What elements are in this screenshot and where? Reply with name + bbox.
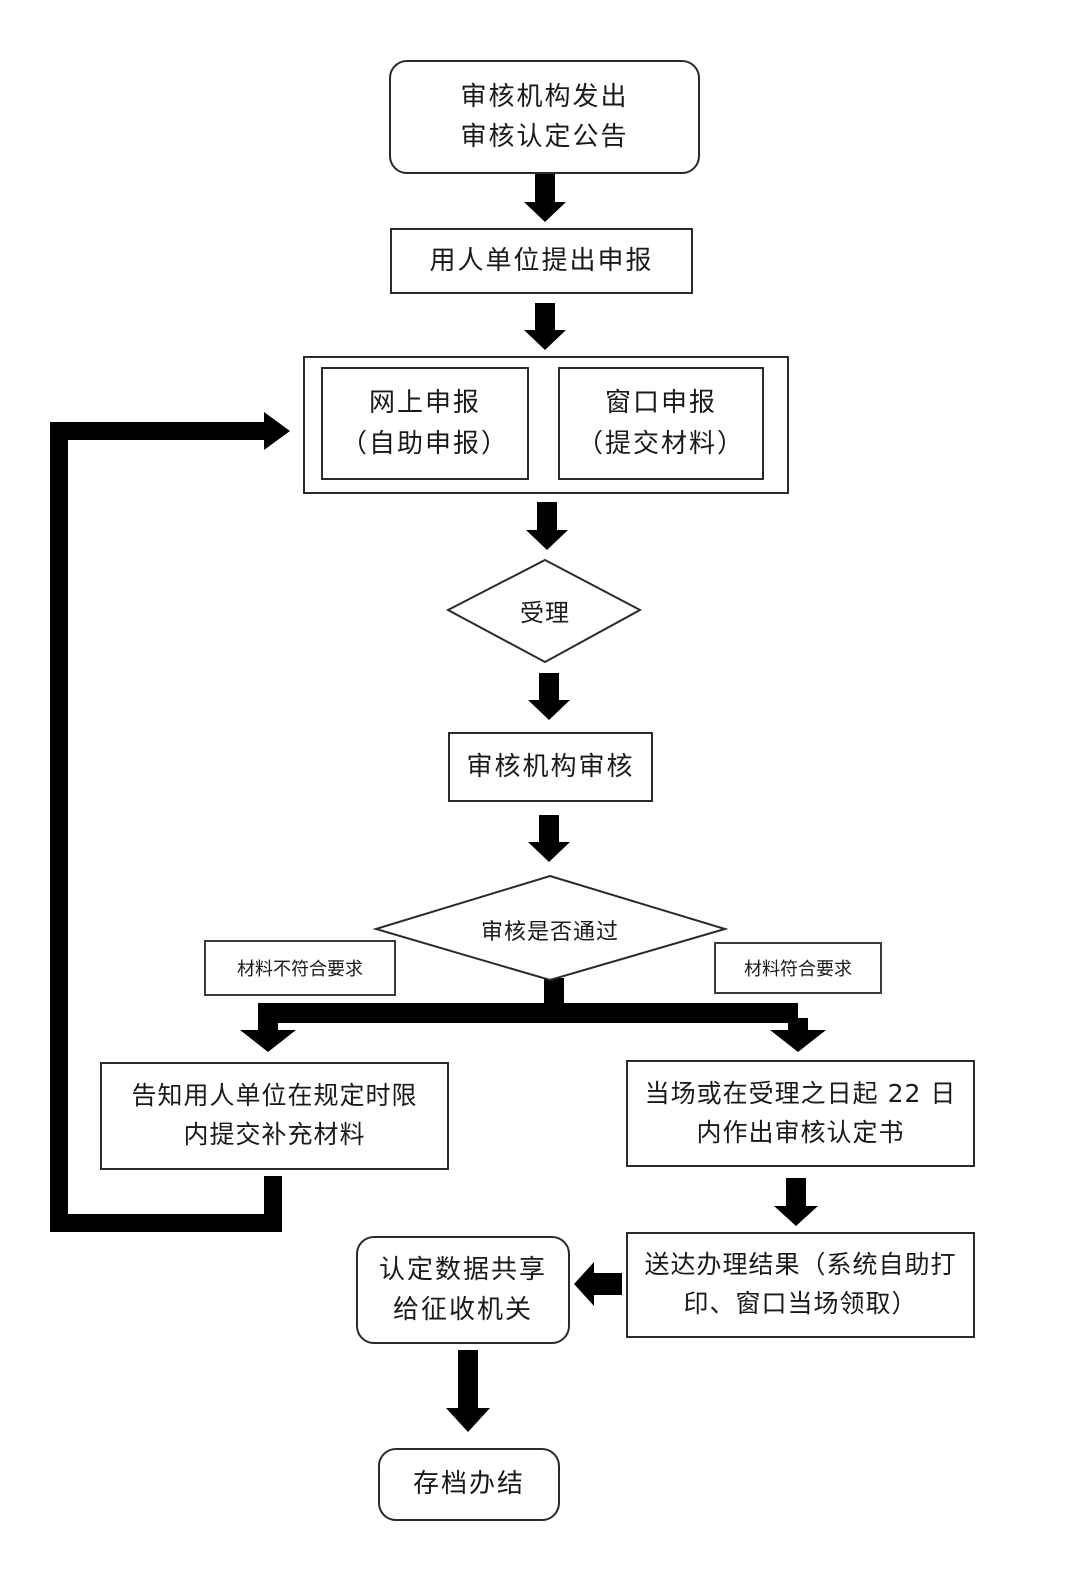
share-node: 认定数据共享 给征收机关 (356, 1236, 570, 1344)
archive-line-1: 存档办结 (412, 1469, 525, 1500)
arrow-announce-to-declare (524, 174, 566, 222)
arrow-to-notify (240, 1018, 296, 1052)
review-line-1: 审核机构审核 (466, 751, 635, 782)
arrow-review-to-decision (528, 815, 570, 862)
arrow-methods-to-accept (526, 502, 568, 550)
decision-diamond (372, 874, 729, 982)
loop-bottom (50, 1214, 282, 1232)
declare-node: 用人单位提出申报 (390, 228, 693, 294)
pass-condition-note: 材料符合要求 (714, 942, 882, 994)
deliver-line-1: 送达办理结果（系统自助打 (644, 1250, 957, 1280)
review-node: 审核机构审核 (448, 732, 653, 802)
arrow-issue-to-deliver (774, 1178, 818, 1226)
arrow-accept-to-review (528, 673, 570, 720)
accept-label: 受理 (520, 598, 570, 627)
fail-condition-note: 材料不符合要求 (204, 940, 396, 996)
declare-methods-frame (303, 356, 789, 494)
share-line-2: 给征收机关 (392, 1295, 533, 1325)
arrow-deliver-to-share (574, 1262, 622, 1306)
arrow-to-issue (770, 1018, 826, 1052)
announce-line-1: 审核机构发出 (460, 81, 629, 112)
archive-node: 存档办结 (378, 1448, 560, 1521)
loop-left (50, 422, 68, 1232)
deliver-node: 送达办理结果（系统自助打 印、窗口当场领取） (626, 1232, 975, 1338)
split-bar (258, 1003, 798, 1023)
decision-label: 审核是否通过 (480, 920, 619, 945)
accept-diamond (445, 558, 643, 664)
online-declare-node: 网上申报 （自助申报） (321, 367, 529, 480)
notify-line-2: 内提交补充材料 (183, 1120, 366, 1149)
window-line-1: 窗口申报 (604, 388, 717, 419)
announce-line-2: 审核认定公告 (460, 122, 629, 152)
issue-line-1: 当场或在受理之日起 22 日 (644, 1078, 957, 1108)
online-line-1: 网上申报 (368, 388, 481, 419)
deliver-line-2: 印、窗口当场领取） (683, 1289, 918, 1318)
issue-node: 当场或在受理之日起 22 日 内作出审核认定书 (626, 1060, 975, 1167)
arrow-loop-to-methods (264, 412, 290, 450)
share-line-1: 认定数据共享 (378, 1254, 547, 1285)
arrow-share-to-archive (446, 1350, 490, 1432)
notify-node: 告知用人单位在规定时限 内提交补充材料 (100, 1062, 449, 1170)
window-line-2: （提交材料） (576, 428, 745, 459)
window-declare-node: 窗口申报 （提交材料） (558, 367, 764, 480)
declare-line-1: 用人单位提出申报 (429, 245, 654, 276)
notify-line-1: 告知用人单位在规定时限 (131, 1081, 418, 1111)
online-line-2: （自助申报） (340, 428, 509, 459)
loop-top (50, 422, 270, 440)
announce-node: 审核机构发出 审核认定公告 (389, 60, 700, 174)
arrow-declare-to-methods (524, 303, 566, 350)
issue-line-2: 内作出审核认定书 (696, 1117, 905, 1147)
split-stem (544, 978, 564, 1008)
